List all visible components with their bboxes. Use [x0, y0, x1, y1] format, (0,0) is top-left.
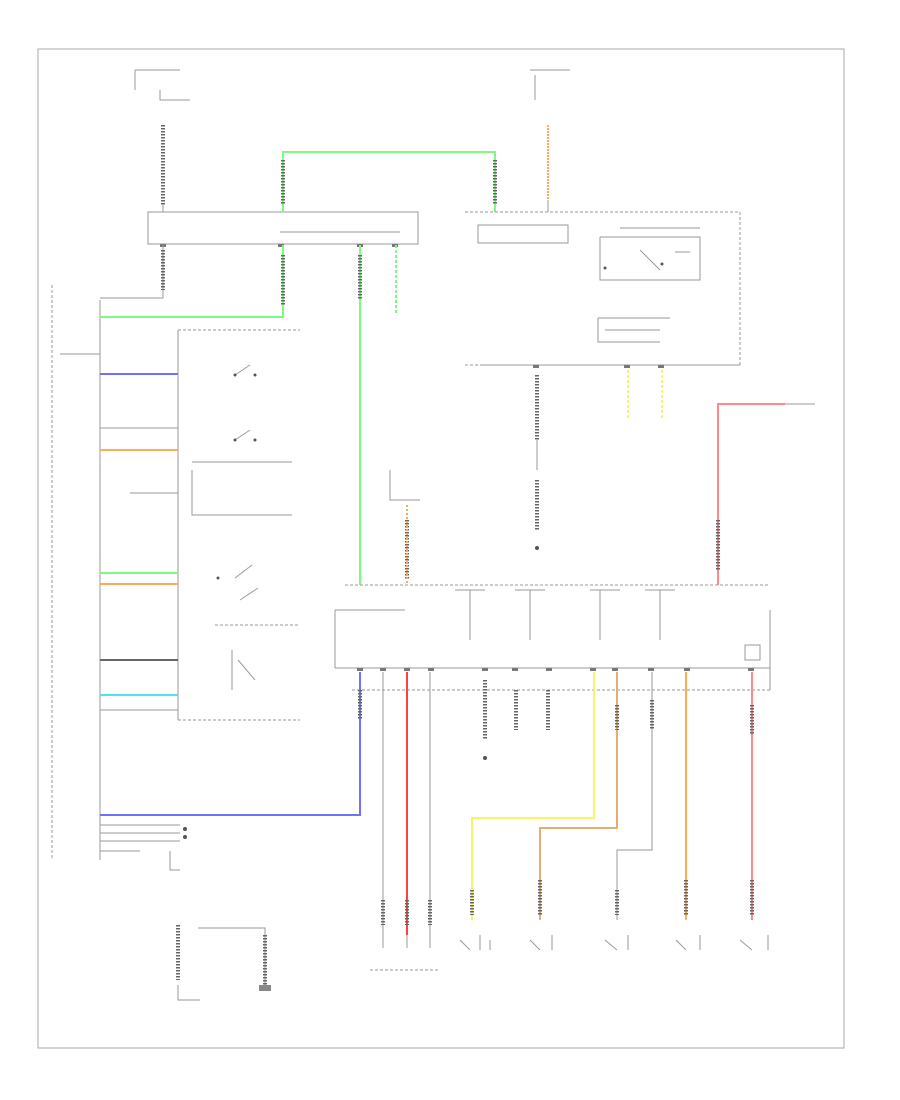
ground-point-lower	[483, 756, 487, 760]
top-right-fuse-feed	[530, 69, 570, 212]
switch-icon	[216, 564, 259, 601]
switch-icon	[231, 650, 256, 690]
wire-green-left-top	[100, 245, 284, 318]
page-frame	[37, 48, 845, 1049]
wire-green-top-loop	[282, 151, 496, 212]
ground-icon	[259, 985, 271, 991]
wire-blue-return	[100, 672, 361, 816]
wire-tan-lower	[539, 672, 618, 920]
switch-icon	[233, 364, 257, 377]
ground-point-center	[535, 546, 539, 550]
bottom-left-ground	[100, 824, 271, 1001]
fuse-relay-box	[147, 211, 419, 245]
bottom-switch-connectors	[370, 935, 769, 971]
lower-module-pins	[357, 668, 754, 671]
switch-icon	[233, 429, 257, 442]
wire-red-right	[717, 403, 785, 585]
right-control-module	[465, 211, 741, 368]
right-module-pins	[533, 365, 664, 368]
top-left-fuse-feed	[134, 69, 190, 212]
switch-panel-left	[100, 329, 300, 721]
lower-control-module	[334, 470, 771, 691]
wire-yellow-lower	[471, 672, 595, 920]
